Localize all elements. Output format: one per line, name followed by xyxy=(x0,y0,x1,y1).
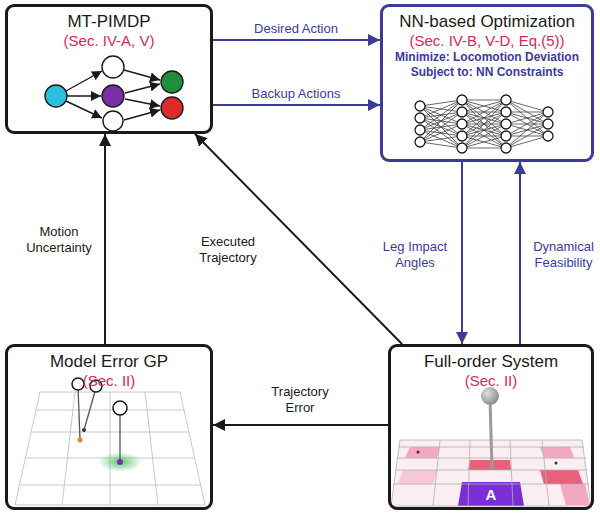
process-box: NN-based Optimization(Sec. IV-B, V-D, Eq… xyxy=(380,4,594,162)
nn-neuron xyxy=(457,95,467,105)
nn-link xyxy=(462,112,506,148)
box-title: NN-based Optimization xyxy=(387,12,587,32)
nn-link xyxy=(506,100,548,136)
process-box: Model Error GP(Sec. II) xyxy=(5,344,213,510)
robot-floor-illustration xyxy=(391,387,591,506)
box-title: Model Error GP xyxy=(12,352,206,372)
nn-neuron xyxy=(501,107,511,117)
box-title: MT-PIMDP xyxy=(12,12,206,32)
nn-link xyxy=(506,112,548,124)
nn-neuron xyxy=(457,131,467,141)
flow-arrow xyxy=(213,424,388,426)
nn-link xyxy=(462,100,506,124)
nn-neuron xyxy=(543,119,553,129)
edge-label: Dynamical Feasibility xyxy=(527,239,600,270)
nn-neuron xyxy=(415,125,425,135)
nn-link xyxy=(420,124,462,142)
edge-label: Desired Action xyxy=(252,21,340,37)
box-subtitle: (Sec. II) xyxy=(395,372,587,390)
nn-neuron xyxy=(501,119,511,129)
nn-link xyxy=(420,118,462,148)
nn-link xyxy=(506,112,548,148)
nn-link xyxy=(506,124,548,148)
edge-label: Motion Uncertainty xyxy=(19,224,99,255)
nn-link xyxy=(506,112,548,113)
flow-arrow xyxy=(461,162,463,344)
edge-label: Backup Actions xyxy=(250,86,343,102)
box-subtitle: Subject to: NN Constraints xyxy=(387,65,587,79)
nn-neuron xyxy=(457,107,467,117)
nn-link xyxy=(420,136,462,142)
nn-neuron xyxy=(415,137,425,147)
nn-link xyxy=(420,112,462,142)
nn-neuron xyxy=(501,95,511,105)
nn-link xyxy=(420,100,462,130)
process-box: MT-PIMDP(Sec. IV-A, V) xyxy=(5,4,213,134)
neural-network xyxy=(415,95,553,153)
nn-link xyxy=(420,100,462,142)
nn-link xyxy=(462,100,506,101)
nn-neuron xyxy=(543,107,553,117)
flow-arrow xyxy=(519,162,521,344)
edge-label: Leg Impact Angles xyxy=(375,239,455,270)
nn-link xyxy=(506,112,548,136)
nn-link xyxy=(462,112,506,148)
nn-neuron xyxy=(543,131,553,141)
box-subtitle: Minimize: Locomotion Deviation xyxy=(387,50,587,64)
nn-link xyxy=(462,100,506,148)
nn-link xyxy=(420,106,462,148)
nn-link xyxy=(420,142,462,148)
nn-link xyxy=(462,136,506,148)
nn-neuron xyxy=(457,119,467,129)
nn-link xyxy=(506,100,548,124)
nn-link xyxy=(462,100,506,136)
nn-neuron xyxy=(415,113,425,123)
edge-label: Executed Trajectory xyxy=(188,234,268,265)
nn-neuron xyxy=(415,101,425,111)
nn-link xyxy=(506,136,548,148)
gp-illustration xyxy=(15,378,205,505)
box-subtitle: (Sec. II) xyxy=(12,372,206,390)
nn-link xyxy=(462,100,506,112)
nn-link xyxy=(462,100,506,112)
nn-neuron xyxy=(501,131,511,141)
process-box: Full-order System(Sec. II) xyxy=(388,344,594,510)
flow-arrow xyxy=(213,104,380,106)
nn-link xyxy=(506,112,548,124)
nn-link xyxy=(462,136,506,148)
nn-link xyxy=(462,148,506,149)
mdp-graph xyxy=(45,56,183,131)
edge-label: Trajectory Error xyxy=(260,384,340,415)
nn-link xyxy=(462,100,506,148)
nn-link xyxy=(462,124,506,148)
nn-link xyxy=(462,124,506,148)
nn-link xyxy=(506,100,548,112)
nn-link xyxy=(506,112,548,136)
nn-link xyxy=(462,100,506,136)
flow-arrow xyxy=(213,39,380,41)
nn-link xyxy=(462,100,506,124)
flow-arrow xyxy=(104,134,106,344)
box-subtitle: (Sec. IV-B, V-D, Eq.(5)) xyxy=(387,32,587,50)
tile-letter: A xyxy=(486,487,497,502)
nn-neuron xyxy=(457,143,467,153)
box-title: Full-order System xyxy=(395,352,587,372)
nn-neuron xyxy=(501,143,511,153)
box-subtitle: (Sec. IV-A, V) xyxy=(12,32,206,50)
